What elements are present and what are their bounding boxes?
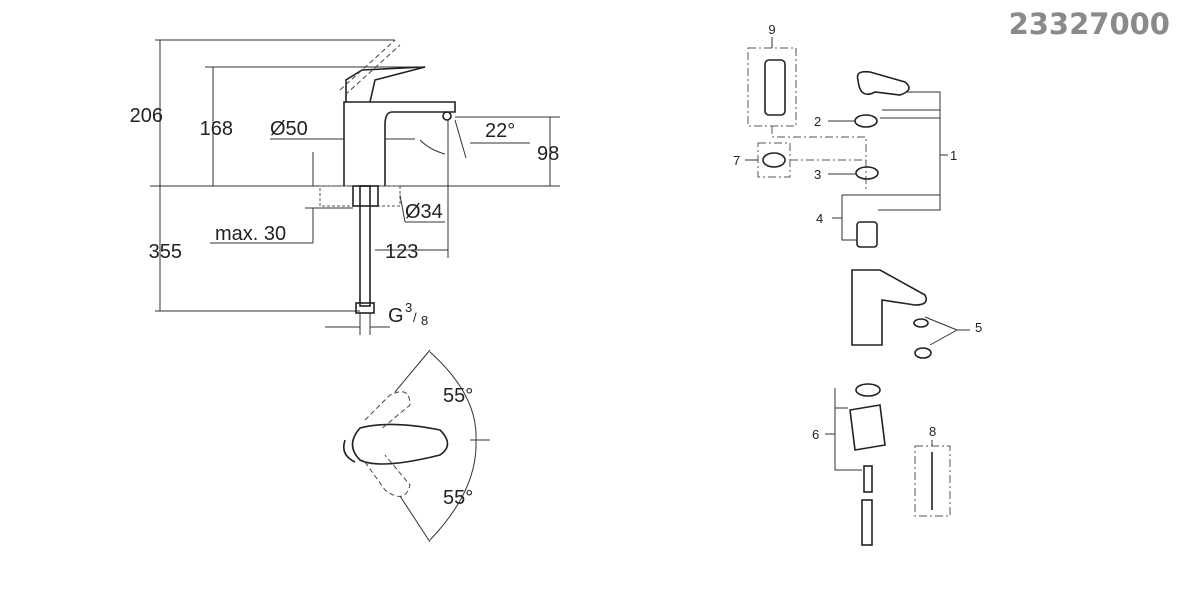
callout-1: 1 [950, 148, 957, 163]
dim-spout-angle: 22° [485, 120, 515, 142]
dim-body-diameter: Ø50 [270, 118, 308, 140]
dim-total-height: 206 [130, 105, 163, 127]
callout-6: 6 [812, 427, 819, 442]
callout-3: 3 [814, 167, 821, 182]
angle-upper: 55° [443, 385, 473, 407]
dim-lever-height: 168 [200, 118, 233, 140]
part-3 [855, 166, 879, 180]
faucet-lever [345, 66, 426, 103]
callout-9: 9 [768, 22, 775, 37]
svg-text:3: 3 [405, 300, 412, 315]
callout-8: 8 [929, 424, 936, 439]
angle-lower: 55° [443, 487, 473, 509]
dim-hole-diameter: Ø34 [405, 201, 443, 223]
dim-spout-reach: 123 [385, 241, 418, 263]
part-9-extension [764, 59, 786, 116]
top-view: 55° 55° [342, 349, 490, 543]
dim-spout-height: 98 [537, 143, 559, 165]
part-6-fixing [849, 404, 886, 451]
lever-top [351, 423, 449, 465]
part-2 [854, 114, 878, 128]
callout-5: 5 [975, 320, 982, 335]
side-view: 206 168 Ø50 22° 98 Ø34 max. 30 123 355 G… [130, 39, 560, 335]
part-1-handle [856, 70, 910, 96]
svg-text:G: G [388, 305, 404, 327]
product-code: 23327000 [1009, 7, 1170, 41]
part-5-aerator [914, 347, 932, 359]
faucet-body-exploded [851, 269, 928, 346]
supply-hose [359, 185, 371, 307]
callout-7: 7 [733, 153, 740, 168]
faucet-body [343, 101, 456, 186]
dim-max-thickness: max. 30 [215, 223, 286, 245]
callout-2: 2 [814, 114, 821, 129]
callout-4: 4 [816, 211, 823, 226]
exploded-view: 9 1 2 3 4 5 6 7 8 [733, 22, 982, 546]
part-4-cartridge [856, 221, 878, 248]
part-7 [762, 152, 786, 168]
dim-connection-thread: G 3 / 8 [388, 300, 428, 328]
svg-text:8: 8 [421, 313, 428, 328]
svg-text:/: / [413, 310, 417, 325]
dim-hose-length: 355 [149, 241, 182, 263]
